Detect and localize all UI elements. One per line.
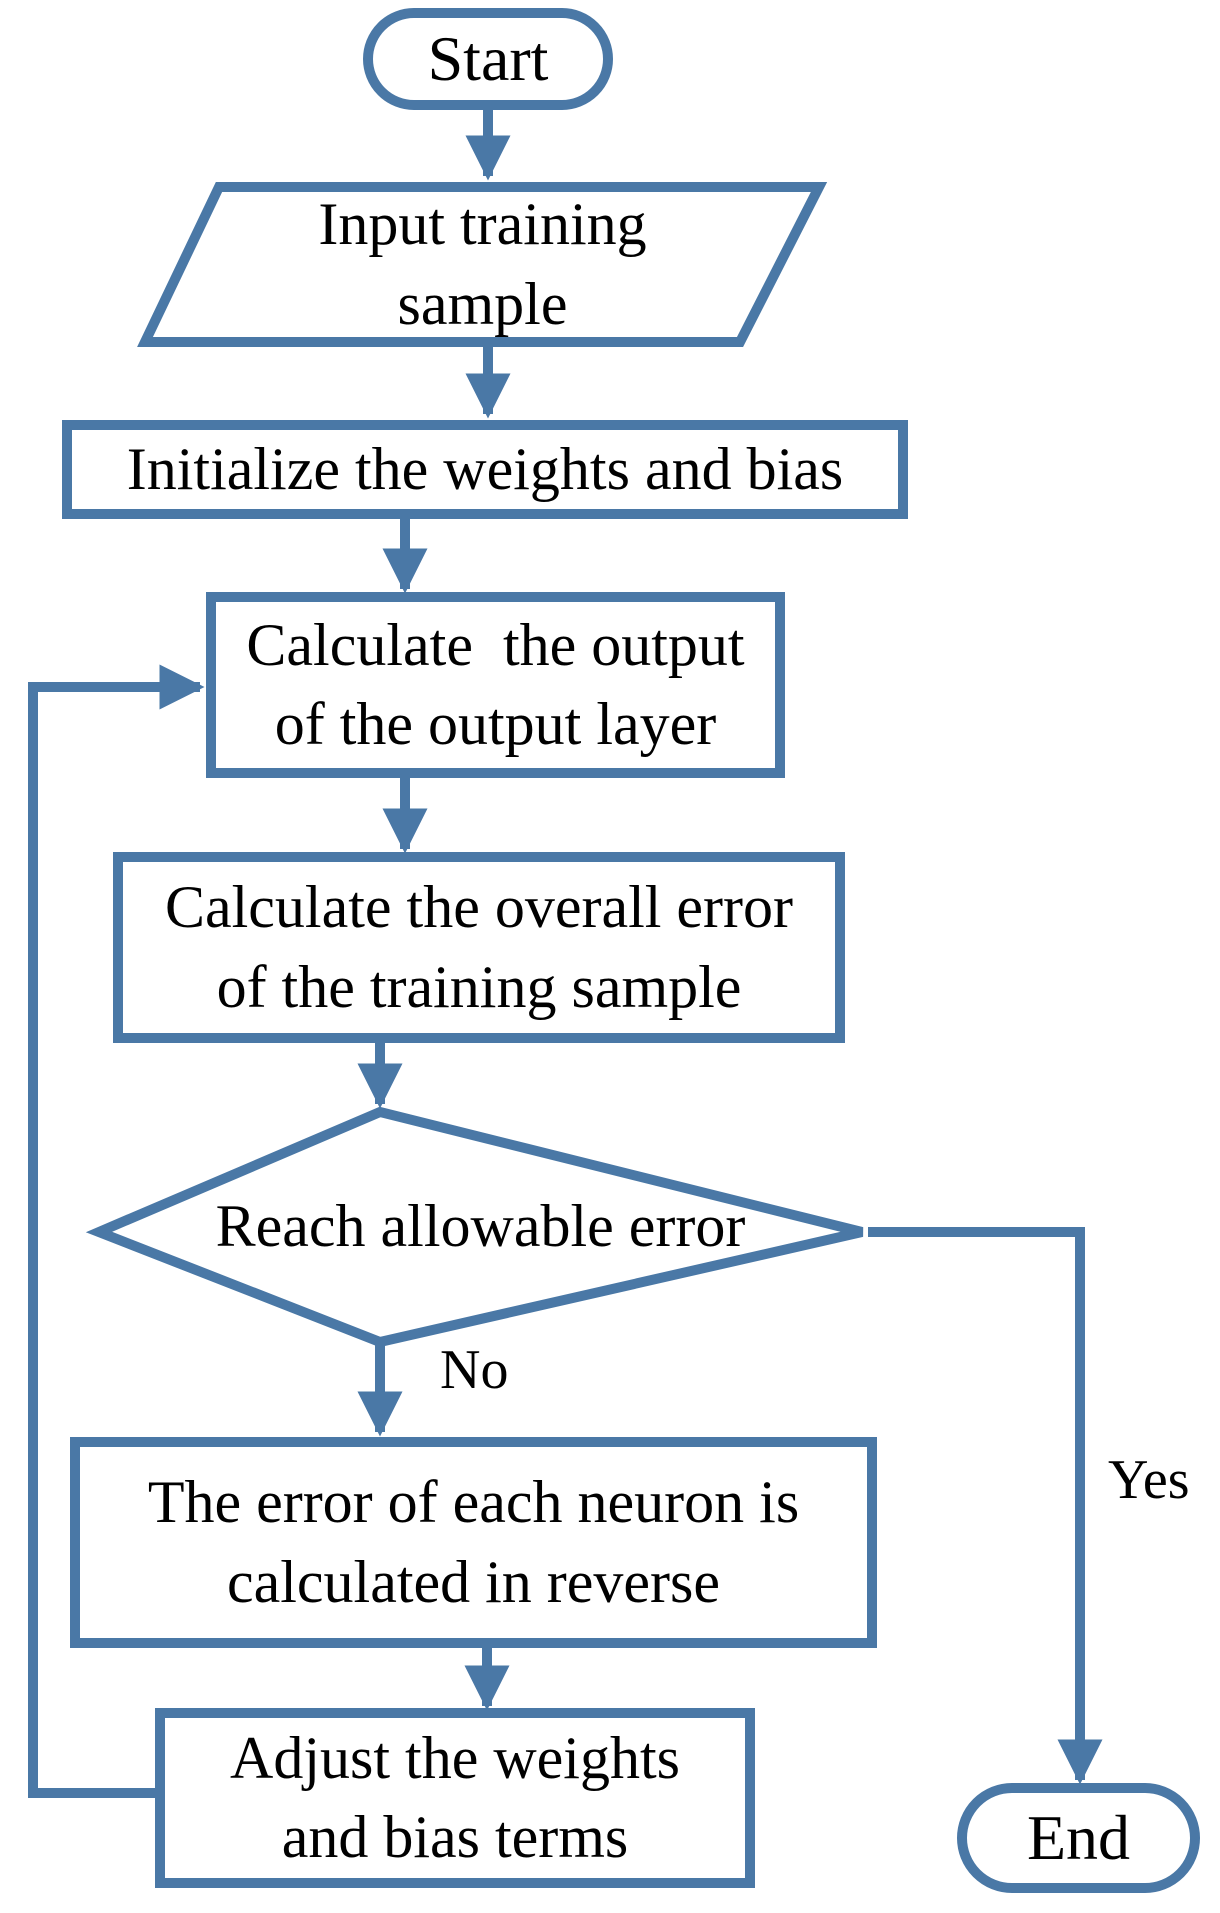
end-node-shape: [957, 1783, 1200, 1893]
init-node-shape: [62, 420, 908, 519]
arrow-feedback-adjust-to-calc-output: [28, 664, 205, 1798]
calc-error-node-shape: [113, 852, 845, 1043]
decision-node-shape: [85, 1106, 864, 1348]
input-node-label: Input training sample: [318, 191, 647, 337]
backprop-node-shape: [70, 1437, 877, 1648]
adjust-node-label: Adjust the weights and bias terms: [230, 1724, 680, 1870]
start-node-shape: [363, 8, 613, 110]
no-branch-label: No: [440, 1339, 509, 1401]
end-node-label: End: [1026, 1801, 1131, 1873]
init-node-label: Initialize the weights and bias: [126, 435, 844, 502]
adjust-node-shape: [155, 1708, 755, 1888]
calc-output-node-label: Calculate the output of the output layer: [246, 611, 745, 757]
backprop-node-label: The error of each neuron is calculated i…: [147, 1469, 800, 1615]
decision-node-label: Reach allowable error: [215, 1193, 746, 1260]
calc-error-node-label: Calculate the overall error of the train…: [164, 874, 793, 1020]
yes-branch-label: Yes: [1108, 1449, 1190, 1511]
input-node-shape: [137, 182, 828, 347]
start-node-label: Start: [427, 22, 549, 94]
arrow-decision-yes-to-end: [868, 1227, 1103, 1785]
calc-output-node-shape: [206, 592, 785, 778]
